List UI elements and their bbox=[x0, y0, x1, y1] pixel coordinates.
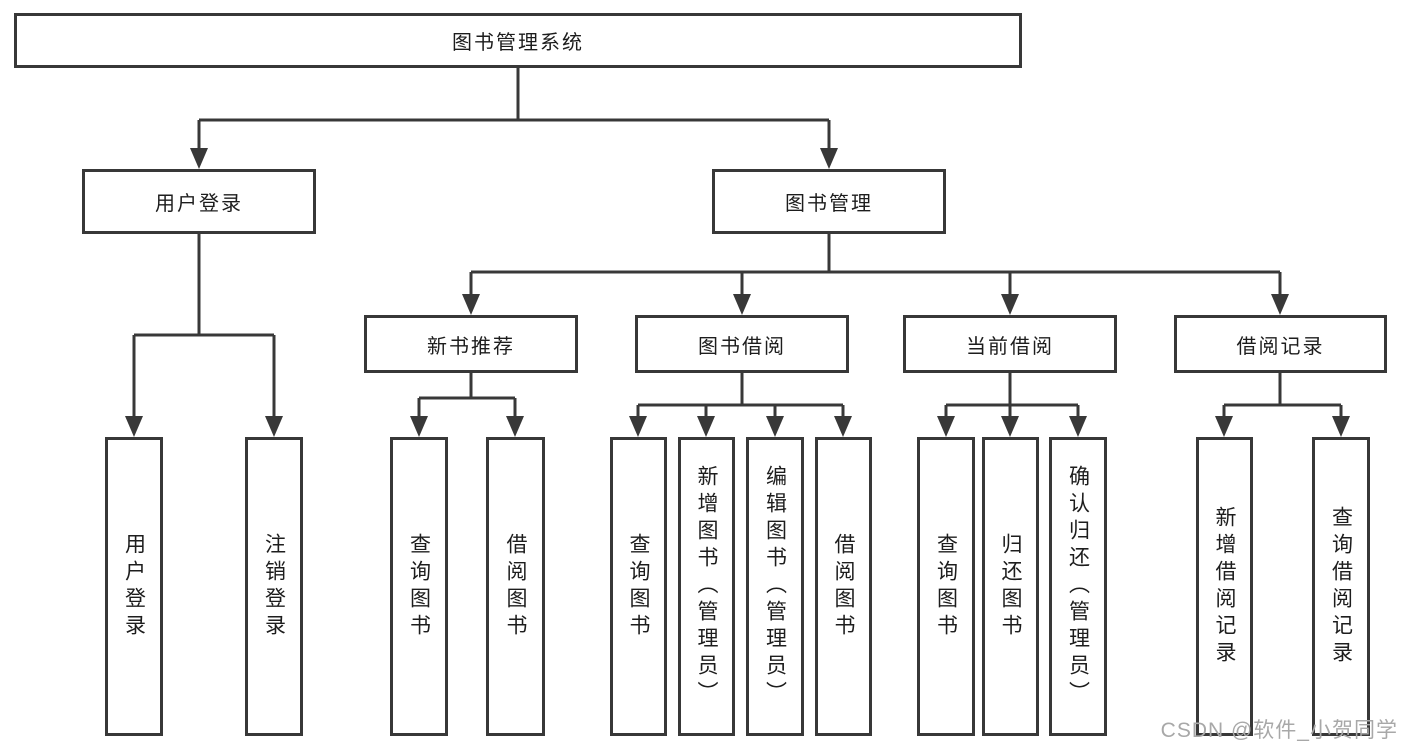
node-book-borrowing: 图书借阅 bbox=[635, 315, 849, 373]
node-label: 图书管理系统 bbox=[452, 32, 584, 54]
leaf-newbook-borrow-books: 借阅图书 bbox=[486, 437, 545, 736]
leaf-label: 查询图书 bbox=[934, 532, 958, 641]
leaf-confirm-return-admin: 确认归还（管理员） bbox=[1049, 437, 1107, 736]
leaf-user-login: 用户登录 bbox=[105, 437, 163, 736]
leaf-label: 新增借阅记录 bbox=[1213, 505, 1236, 668]
leaf-label: 归还图书 bbox=[999, 532, 1022, 641]
node-label: 当前借阅 bbox=[966, 335, 1054, 358]
leaf-add-borrow-record: 新增借阅记录 bbox=[1196, 437, 1253, 736]
leaf-label: 查询图书 bbox=[407, 532, 431, 641]
leaf-label: 查询图书 bbox=[627, 532, 650, 641]
leaf-logout: 注销登录 bbox=[245, 437, 303, 736]
leaf-label: 确认归还（管理员） bbox=[1066, 465, 1090, 708]
arrowheads bbox=[125, 148, 1350, 437]
node-book-management: 图书管理 bbox=[712, 169, 946, 234]
leaf-return-books: 归还图书 bbox=[982, 437, 1039, 736]
leaf-edit-book-admin: 编辑图书（管理员） bbox=[746, 437, 804, 736]
leaf-label: 借阅图书 bbox=[504, 532, 527, 641]
leaf-query-borrow-record: 查询借阅记录 bbox=[1312, 437, 1370, 736]
leaf-label: 新增图书（管理员） bbox=[695, 465, 718, 708]
leaf-label: 注销登录 bbox=[262, 532, 286, 641]
leaf-borrow-query-books: 查询图书 bbox=[610, 437, 667, 736]
node-user-login: 用户登录 bbox=[82, 169, 316, 234]
node-label: 借阅记录 bbox=[1236, 335, 1325, 358]
node-library-management-system: 图书管理系统 bbox=[14, 13, 1022, 68]
leaf-label: 借阅图书 bbox=[832, 532, 855, 641]
leaf-current-query-books: 查询图书 bbox=[917, 437, 975, 736]
node-label: 图书管理 bbox=[785, 193, 873, 215]
leaf-borrow-borrow-books: 借阅图书 bbox=[815, 437, 872, 736]
leaf-newbook-query-books: 查询图书 bbox=[390, 437, 448, 736]
node-label: 用户登录 bbox=[155, 193, 243, 215]
node-label: 新书推荐 bbox=[427, 335, 515, 358]
leaf-add-book-admin: 新增图书（管理员） bbox=[678, 437, 735, 736]
node-current-borrowing: 当前借阅 bbox=[903, 315, 1117, 373]
csdn-watermark: CSDN @软件_小贺同学 bbox=[1160, 719, 1398, 742]
node-borrowing-records: 借阅记录 bbox=[1174, 315, 1387, 373]
node-new-book-recommendation: 新书推荐 bbox=[364, 315, 578, 373]
leaf-label: 编辑图书（管理员） bbox=[763, 465, 787, 708]
node-label: 图书借阅 bbox=[698, 335, 786, 358]
leaf-label: 用户登录 bbox=[122, 532, 146, 641]
leaf-label: 查询借阅记录 bbox=[1329, 505, 1353, 668]
